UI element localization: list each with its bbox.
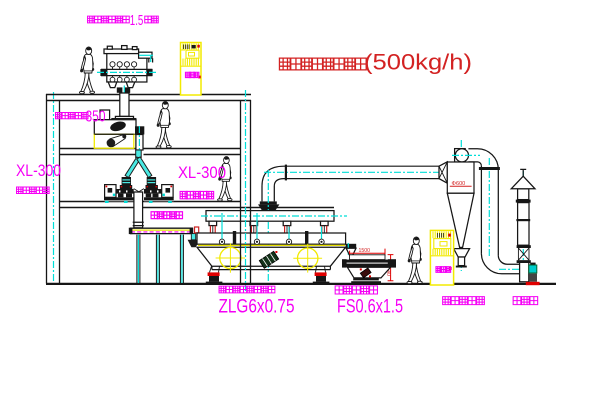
svg-text:FS0.6x1.5: FS0.6x1.5 bbox=[337, 297, 403, 318]
svg-text:ZLG6x0.75: ZLG6x0.75 bbox=[219, 297, 295, 318]
svg-text:Φ600: Φ600 bbox=[452, 181, 466, 187]
svg-text:(500kg/h): (500kg/h) bbox=[364, 50, 472, 75]
svg-text:1500: 1500 bbox=[359, 248, 371, 254]
svg-text:XL-300: XL-300 bbox=[178, 163, 226, 182]
svg-text:540: 540 bbox=[385, 267, 391, 276]
svg-text:XL-300: XL-300 bbox=[16, 161, 61, 180]
svg-text:1.5: 1.5 bbox=[130, 12, 144, 29]
svg-text:350: 350 bbox=[86, 109, 106, 126]
